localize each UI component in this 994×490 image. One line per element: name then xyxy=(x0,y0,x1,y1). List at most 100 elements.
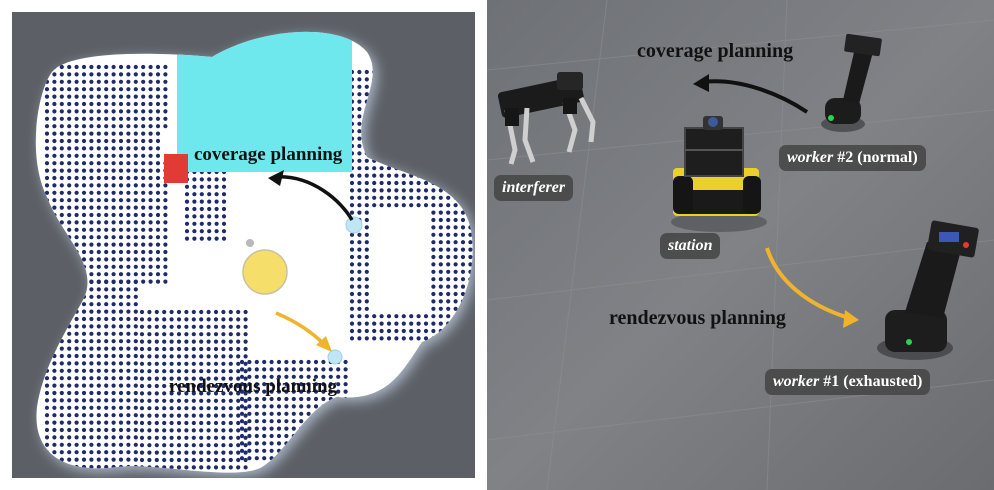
uncovered-dot xyxy=(147,376,152,381)
uncovered-dot xyxy=(214,206,219,212)
uncovered-dot xyxy=(118,87,124,92)
uncovered-dot xyxy=(111,324,116,329)
uncovered-dot xyxy=(349,299,355,304)
uncovered-dot xyxy=(191,369,196,374)
uncovered-dot xyxy=(409,336,414,341)
uncovered-dot xyxy=(126,146,131,151)
uncovered-dot xyxy=(89,227,94,232)
uncovered-dot xyxy=(364,210,369,215)
uncovered-dot xyxy=(147,443,152,448)
uncovered-dot xyxy=(67,435,72,440)
uncovered-dot xyxy=(59,190,64,195)
uncovered-dot xyxy=(379,314,384,319)
uncovered-dot xyxy=(133,324,138,329)
uncovered-dot xyxy=(141,257,146,262)
uncovered-dot xyxy=(111,368,116,373)
uncovered-dot xyxy=(74,183,79,188)
uncovered-dot xyxy=(89,249,94,255)
uncovered-dot xyxy=(184,324,189,329)
uncovered-dot xyxy=(460,247,466,252)
uncovered-dot xyxy=(321,389,326,394)
uncovered-dot xyxy=(199,324,204,329)
uncovered-dot xyxy=(59,383,64,388)
uncovered-dot xyxy=(89,316,94,322)
uncovered-dot xyxy=(321,374,326,379)
uncovered-dot xyxy=(74,64,79,70)
uncovered-dot xyxy=(162,420,167,426)
uncovered-dot xyxy=(89,346,94,351)
uncovered-dot xyxy=(191,428,196,433)
uncovered-dot xyxy=(96,272,101,277)
uncovered-dot xyxy=(291,374,296,379)
uncovered-dot xyxy=(96,279,101,285)
uncovered-dot xyxy=(155,249,161,255)
uncovered-dot xyxy=(44,405,50,410)
uncovered-dot xyxy=(133,146,138,151)
uncovered-dot xyxy=(74,398,79,403)
uncovered-dot xyxy=(44,376,50,381)
uncovered-dot xyxy=(357,269,362,274)
uncovered-dot xyxy=(89,257,94,262)
uncovered-dot xyxy=(306,359,311,365)
uncovered-dot xyxy=(357,195,362,200)
uncovered-dot xyxy=(431,254,436,260)
uncovered-dot xyxy=(276,419,282,424)
uncovered-dot xyxy=(155,235,161,240)
uncovered-dot xyxy=(446,277,451,282)
uncovered-dot xyxy=(81,346,87,351)
uncovered-dot xyxy=(386,166,392,171)
uncovered-dot xyxy=(118,190,124,195)
uncovered-dot xyxy=(111,249,116,255)
uncovered-dot xyxy=(438,314,443,319)
uncovered-dot xyxy=(133,302,138,307)
uncovered-dot xyxy=(401,328,406,334)
uncovered-dot xyxy=(96,249,101,255)
uncovered-dot xyxy=(44,383,50,388)
uncovered-dot xyxy=(206,413,211,418)
uncovered-dot xyxy=(141,146,146,151)
uncovered-dot xyxy=(228,309,233,315)
uncovered-dot xyxy=(59,183,64,188)
uncovered-dot xyxy=(213,317,219,322)
uncovered-dot xyxy=(59,420,64,425)
uncovered-dot xyxy=(453,240,458,245)
uncovered-dot xyxy=(52,368,57,373)
uncovered-dot xyxy=(96,302,101,307)
uncovered-dot xyxy=(247,456,252,461)
uncovered-dot xyxy=(141,175,146,181)
uncovered-dot xyxy=(89,272,94,277)
uncovered-dot xyxy=(52,183,57,188)
uncovered-dot xyxy=(133,183,138,188)
uncovered-dot xyxy=(96,87,101,92)
uncovered-dot xyxy=(74,242,79,247)
uncovered-dot xyxy=(111,79,116,84)
uncovered-dot xyxy=(162,413,167,418)
uncovered-dot xyxy=(184,229,190,234)
uncovered-dot xyxy=(118,242,124,247)
uncovered-dot xyxy=(163,101,168,107)
uncovered-dot xyxy=(111,64,116,70)
uncovered-dot xyxy=(59,346,64,351)
uncovered-dot xyxy=(438,210,443,215)
uncovered-dot xyxy=(239,359,245,365)
uncovered-dot xyxy=(96,398,101,403)
uncovered-dot xyxy=(89,383,94,388)
uncovered-dot xyxy=(89,405,94,410)
uncovered-dot xyxy=(213,406,219,411)
uncovered-dot xyxy=(357,136,362,141)
uncovered-dot xyxy=(96,361,101,366)
uncovered-dot xyxy=(104,398,109,403)
uncovered-dot xyxy=(133,227,138,232)
uncovered-dot xyxy=(81,249,87,255)
uncovered-dot xyxy=(162,443,167,448)
uncovered-dot xyxy=(148,235,153,240)
uncovered-dot xyxy=(133,249,138,255)
uncovered-dot xyxy=(243,346,248,352)
uncovered-dot xyxy=(169,376,174,381)
uncovered-dot xyxy=(299,367,304,372)
uncovered-dot xyxy=(163,64,168,70)
uncovered-dot xyxy=(254,433,259,439)
uncovered-dot xyxy=(276,404,282,409)
uncovered-dot xyxy=(133,168,138,173)
uncovered-dot xyxy=(139,428,145,433)
